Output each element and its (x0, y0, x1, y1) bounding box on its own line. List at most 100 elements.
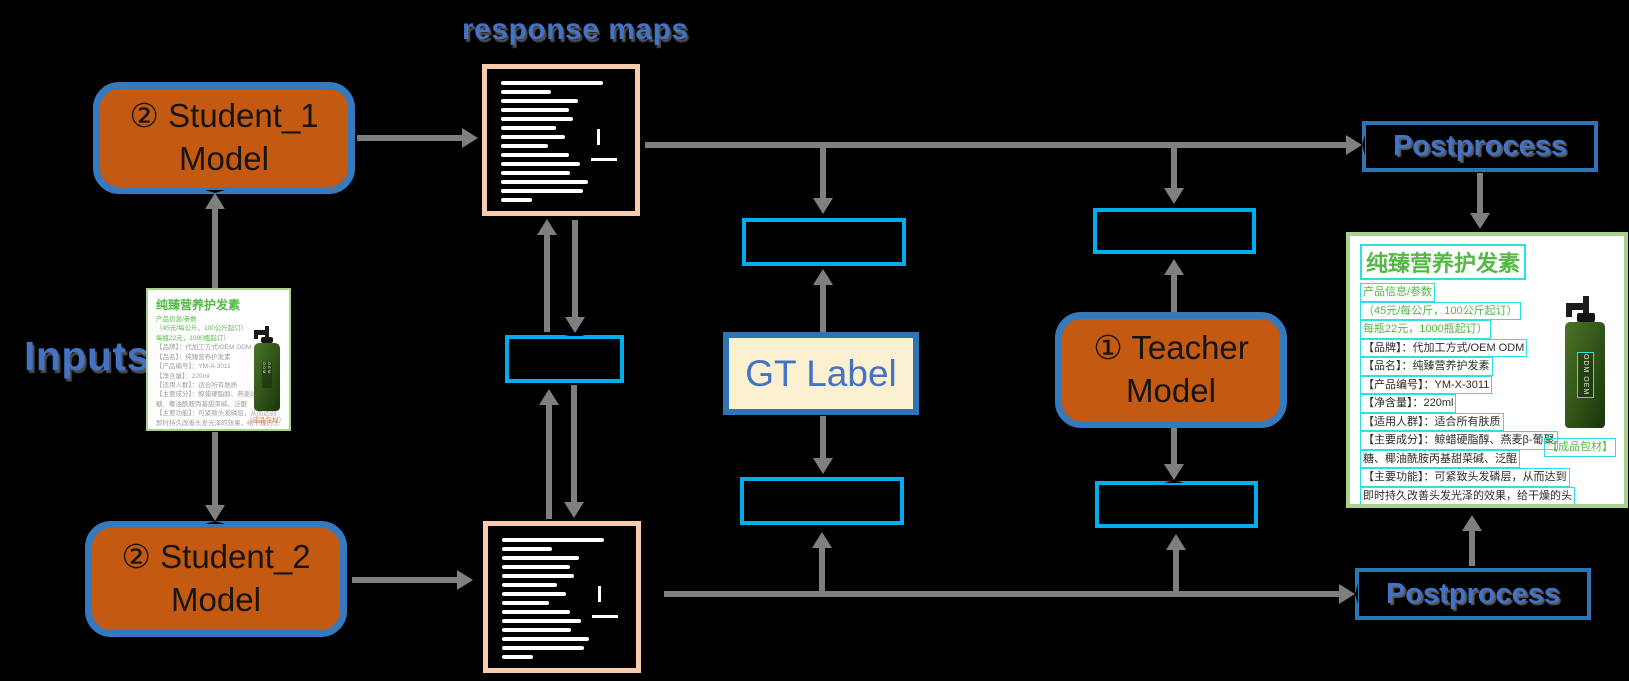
postprocess-bottom-node: Postprocess (1355, 568, 1591, 620)
input-card-price2: 每瓶22元，1000瓶起订） (156, 334, 230, 342)
input-card-subtitle: 产品信息/参数 (156, 316, 197, 323)
output-package-note: 【成品包材】 (1544, 438, 1616, 457)
spec-line: 【适用人群】：适合所有肤质 (156, 381, 238, 389)
map-mark (596, 128, 600, 145)
input-card-specs: 【品牌】：代加工方式/OEM ODM【品名】：纯臻营养护发素【产品编号】：YM-… (156, 343, 281, 429)
gt-label-text: GT Label (745, 352, 897, 394)
output-product-card: 纯臻营养护发素 产品信息/参数 （45元/每公斤，100公斤起订） 每瓶22元，… (1346, 232, 1628, 508)
output-card-specs: 【品牌】：代加工方式/OEM ODM【品名】：纯臻营养护发素【产品编号】：YM-… (1360, 338, 1614, 508)
arrow-input-to-student1 (212, 206, 218, 288)
arrowhead (462, 128, 481, 148)
student1-model-node: ② Student_1 Model (93, 82, 355, 194)
spec-line: 【主要成分】：鲸蜡硬脂醇、燕麦β-葡聚 (156, 391, 270, 399)
input-product-card: 纯臻营养护发素 产品信息/参数 （45元/每公斤，100公斤起订） 每瓶22元，… (146, 288, 291, 431)
arrowhead (1164, 256, 1184, 275)
arrow-teacher-to-upper (1171, 272, 1177, 312)
arrowhead (1164, 464, 1184, 483)
spec-line: 糖、椰油酰胺丙基甜菜碱、泛醌 (1360, 449, 1614, 468)
arrow-mid-to-topmap-up (544, 232, 550, 332)
spec-line: 【品牌】：代加工方式/OEM ODM (1360, 338, 1614, 357)
arrowhead (565, 317, 585, 336)
arrow-branch-to-teacher-lower (1173, 547, 1179, 594)
spec-line: 即时持久改善头发光泽的效果，给干燥的头 (156, 419, 280, 427)
arrowhead (564, 502, 584, 521)
teacher-upper-box (1093, 208, 1256, 254)
arrowhead (537, 216, 557, 235)
output-card-price2: 每瓶22元，1000瓶起订） (1360, 320, 1491, 339)
map-mark (597, 585, 601, 602)
spec-line: 【净含量】：220ml (1360, 394, 1614, 413)
student1-label-line1: ② Student_1 (129, 97, 319, 135)
spec-line: 糖、椰油酰胺丙基甜菜碱、泛醌 (156, 400, 247, 408)
output-card-price1: （45元/每公斤，100公斤起订） (1360, 301, 1521, 320)
map-mark (591, 615, 619, 619)
teacher-label-line1: ① Teacher (1093, 329, 1249, 367)
spec-line: 【主要成分】：鲸蜡硬脂醇、燕麦β-葡聚 (1360, 431, 1614, 450)
gt-lower-box (740, 477, 904, 525)
arrow-branch-to-gt-lower (819, 545, 825, 594)
spec-line: 【主要功能】：可紧致头发磷层，从而达到 (1360, 468, 1614, 487)
arrow-mid-to-botmap-down (571, 385, 577, 502)
arrowhead (813, 266, 833, 285)
spec-line: 即时持久改善头发光泽的效果，给干燥的头 (1360, 486, 1614, 504)
spec-line: 【产品编号】：YM-X-3011 (1360, 375, 1614, 394)
arrow-topmap-to-postprocess-line (645, 142, 1346, 148)
postprocess-top-label: Postprocess (1392, 130, 1568, 162)
arrowhead (205, 190, 225, 209)
gt-label-node: GT Label (723, 332, 919, 415)
arrowhead (539, 386, 559, 405)
spec-line: 【净含量】：220ml (156, 372, 210, 380)
spec-line: 【适用人群】：适合所有肤质 (1360, 412, 1614, 431)
arrow-gt-to-upper (820, 282, 826, 332)
spec-line: 发足够的滋养 (156, 428, 281, 429)
arrow-botmap-to-postprocess-line (664, 591, 1339, 597)
response-maps-label: response maps (462, 13, 689, 46)
spec-line: 发足够的滋养 (1360, 505, 1614, 508)
postprocess-bottom-label: Postprocess (1385, 577, 1561, 610)
arrowhead (1339, 584, 1358, 604)
response-map-top (482, 64, 640, 216)
input-package-note: （成品包材） (246, 417, 285, 424)
input-bottle-label: OEM ODM (262, 362, 272, 375)
arrowhead (1462, 512, 1482, 531)
student2-model-node: ② Student_2 Model (85, 521, 347, 637)
arrowhead (457, 570, 476, 590)
response-map-bottom (483, 521, 641, 673)
middle-loss-box (505, 335, 624, 383)
input-product-bottle: OEM ODM (249, 324, 283, 416)
input-card-title: 纯臻营养护发素 (156, 298, 241, 312)
teacher-model-node: ① Teacher Model (1055, 312, 1287, 428)
response-map-bottom-lines (502, 538, 626, 660)
arrowhead (813, 198, 833, 217)
arrow-teacher-to-lower (1171, 428, 1177, 464)
teacher-lower-box (1095, 481, 1258, 528)
inputs-label: Inputs (24, 333, 150, 379)
arrow-input-to-student2 (212, 432, 218, 505)
arrow-botmap-to-mid-up (546, 402, 552, 519)
arrow-postprocess-bottom-to-card (1469, 528, 1475, 566)
arrow-student1-to-map (357, 135, 462, 141)
output-product-bottle: ODM OEM (1558, 294, 1610, 436)
input-card-price1: （45元/每公斤，100公斤起订） (156, 325, 248, 333)
arrowhead (1164, 188, 1184, 207)
arrow-gt-to-lower (820, 416, 826, 458)
output-bottle-label: ODM OEM (1582, 354, 1589, 396)
spec-line: 【主要功能】：可紧致头发磷层，从而达到 (156, 410, 277, 418)
arrowhead (205, 505, 225, 524)
spec-line: 【产品编号】：YM-X-3011 (156, 363, 231, 371)
arrow-branch-to-teacher-upper (1171, 148, 1177, 188)
student2-label-line1: ② Student_2 (121, 538, 311, 576)
spec-line: 【品名】：纯臻营养护发素 (1360, 357, 1614, 376)
arrowhead (813, 458, 833, 477)
postprocess-top-node: Postprocess (1362, 121, 1598, 172)
gt-upper-box (742, 218, 906, 266)
arrowhead (812, 529, 832, 548)
arrowhead (1166, 531, 1186, 550)
arrow-branch-to-gt-upper (820, 148, 826, 198)
map-mark (590, 158, 618, 162)
student1-label-line2: Model (179, 140, 269, 177)
arrow-student2-to-map (352, 577, 457, 583)
output-card-title: 纯臻营养护发素 (1360, 244, 1527, 280)
student2-label-line2: Model (171, 581, 261, 618)
